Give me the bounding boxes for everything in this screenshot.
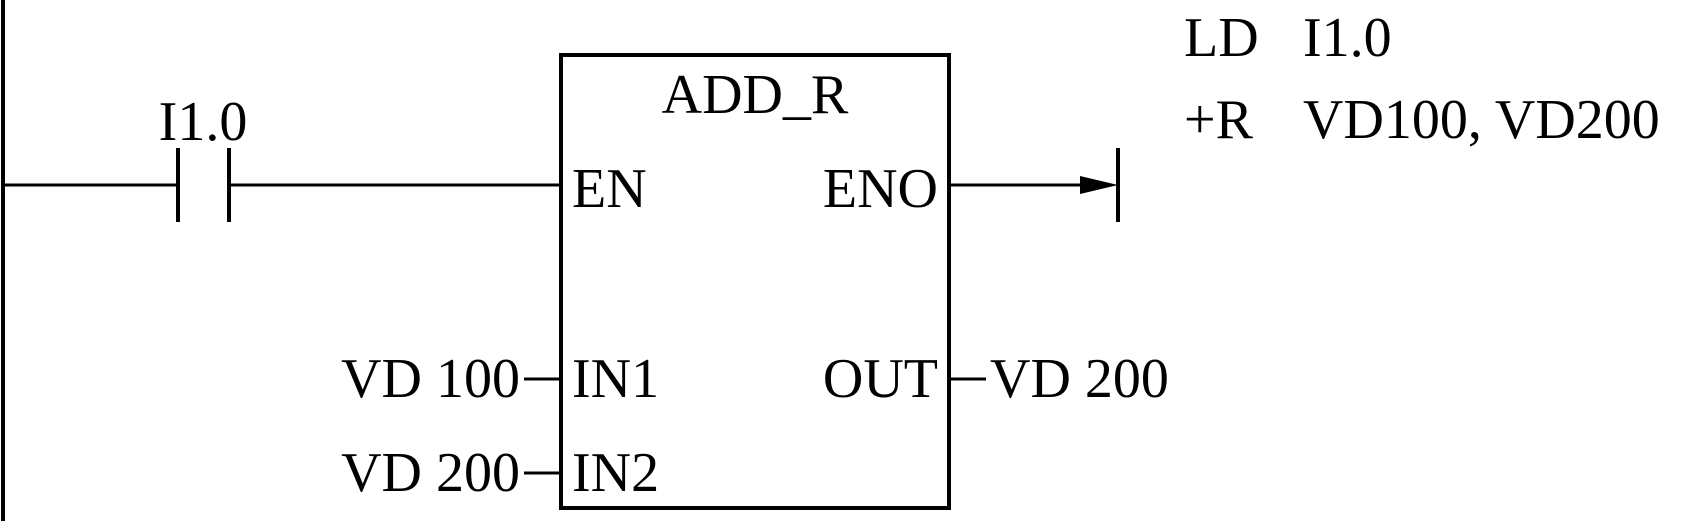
pin-in1-label: IN1 — [572, 348, 659, 410]
pin-eno-label: ENO — [823, 158, 938, 220]
pin-out-label: OUT — [823, 348, 938, 410]
no-contact-i1-0 — [176, 148, 231, 222]
contact-label: I1.0 — [159, 91, 248, 153]
stl-line2-arg: VD100, VD200 — [1303, 89, 1660, 151]
box-title: ADD_R — [662, 64, 849, 126]
stl-line1-op: LD — [1184, 7, 1259, 69]
stl-line1-arg: I1.0 — [1303, 7, 1392, 69]
pin-in2-label: IN2 — [572, 442, 659, 504]
pin-en-label: EN — [572, 158, 647, 220]
in2-operand: VD 200 — [341, 442, 520, 504]
statement-list: LD I1.0 +R VD100, VD200 — [1184, 7, 1660, 151]
in1-operand: VD 100 — [341, 348, 520, 410]
stl-line2-op: +R — [1184, 89, 1254, 151]
eno-arrowhead — [1080, 176, 1118, 194]
add-r-box — [559, 53, 951, 510]
out-operand: VD 200 — [990, 348, 1169, 410]
